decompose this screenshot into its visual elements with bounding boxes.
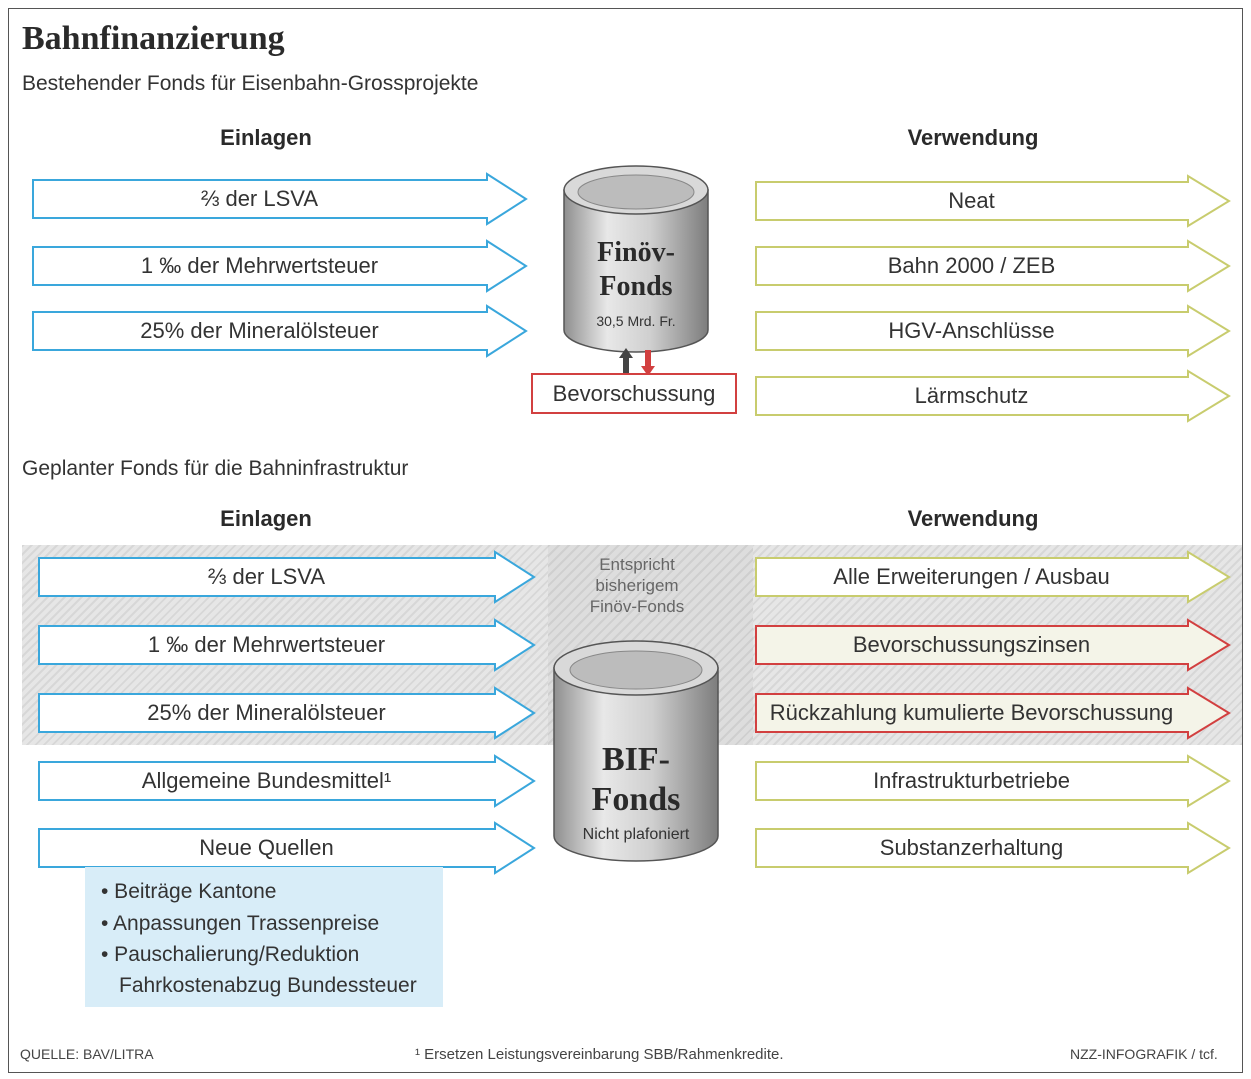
finoev-fund-name-2: Fonds xyxy=(599,271,673,302)
section2-input-arrow-2: 1 ‰ der Mehrwertsteuer xyxy=(38,618,536,672)
bif-fund-name-2: Fonds xyxy=(591,781,681,818)
section2-input-label: Allgemeine Bundesmittel¹ xyxy=(141,768,392,793)
finoev-fund-barrel-icon xyxy=(563,165,709,353)
section1-input-arrow-2: 1 ‰ der Mehrwertsteuer xyxy=(32,239,528,293)
legacy-fund-note: Entspricht bisherigem Finöv-Fonds xyxy=(589,555,685,616)
section2-use-arrow-3: Rückzahlung kumulierte Bevorschussung xyxy=(755,686,1231,740)
section2-right-header: Verwendung xyxy=(907,506,1039,531)
section1-use-arrow-4: Lärmschutz xyxy=(755,369,1231,423)
section2-use-label: Alle Erweiterungen / Ausbau xyxy=(833,564,1110,589)
section2-left-header: Einlagen xyxy=(220,506,312,531)
section1-left-header: Einlagen xyxy=(220,125,312,150)
section1-input-arrow-1: ⅔ der LSVA xyxy=(32,172,528,226)
section2-input-label: Neue Quellen xyxy=(199,835,334,860)
section2-input-arrow-4: Allgemeine Bundesmittel¹ xyxy=(38,754,536,808)
section1-use-label: Bahn 2000 / ZEB xyxy=(887,253,1056,278)
finoev-fund-amount: 30,5 Mrd. Fr. xyxy=(596,313,676,329)
section2-subtitle: Geplanter Fonds für die Bahninfrastruktu… xyxy=(22,457,409,480)
section2-use-label: Substanzerhaltung xyxy=(879,835,1064,860)
footnote: ¹ Ersetzen Leistungsvereinbarung SBB/Rah… xyxy=(415,1046,784,1063)
new-source-item: • Anpassungen Trassenpreise xyxy=(101,912,380,935)
section1-input-arrow-3: 25% der Mineralölsteuer xyxy=(32,304,528,358)
new-sources-box xyxy=(85,867,443,1007)
credit: NZZ-INFOGRAFIK / tcf. xyxy=(1070,1046,1218,1062)
section2-input-label: 25% der Mineralölsteuer xyxy=(147,700,386,725)
section1-use-label: HGV-Anschlüsse xyxy=(888,318,1055,343)
section1-use-arrow-1: Neat xyxy=(755,174,1231,228)
section2-use-label: Infrastrukturbetriebe xyxy=(873,768,1070,793)
new-source-item: • Pauschalierung/Reduktion xyxy=(101,943,360,966)
section1-input-label: 25% der Mineralölsteuer xyxy=(140,318,379,343)
bif-fund-name-1: BIF- xyxy=(602,741,670,778)
section2-use-label: Rückzahlung kumulierte Bevorschussung xyxy=(769,700,1174,725)
new-source-item: • Beiträge Kantone xyxy=(101,880,277,903)
section2-input-label: 1 ‰ der Mehrwertsteuer xyxy=(147,632,386,657)
page-title: Bahnfinanzierung xyxy=(22,20,285,57)
section1-right-header: Verwendung xyxy=(907,125,1039,150)
transfer-arrows-icon xyxy=(619,348,655,376)
section2-use-arrow-5: Substanzerhaltung xyxy=(755,821,1231,875)
section2-input-arrow-5: Neue Quellen xyxy=(38,821,536,875)
section1-subtitle: Bestehender Fonds für Eisenbahn-Grosspro… xyxy=(22,72,479,95)
section2-input-label: ⅔ der LSVA xyxy=(208,564,325,589)
section1-use-label: Lärmschutz xyxy=(914,383,1029,408)
advance-box: Bevorschussung xyxy=(531,373,737,414)
section2-input-arrow-3: 25% der Mineralölsteuer xyxy=(38,686,536,740)
section1-use-label: Neat xyxy=(948,188,995,213)
finoev-fund-name-1: Finöv- xyxy=(597,237,675,268)
source-note: QUELLE: BAV/LITRA xyxy=(20,1046,154,1062)
section1-use-arrow-3: HGV-Anschlüsse xyxy=(755,304,1231,358)
section2-input-arrow-1: ⅔ der LSVA xyxy=(38,550,536,604)
section1-input-label: ⅔ der LSVA xyxy=(201,186,318,211)
new-source-item: Fahrkostenabzug Bundessteuer xyxy=(119,974,417,997)
section2-use-arrow-2: Bevorschussungszinsen xyxy=(755,618,1231,672)
section2-use-arrow-1: Alle Erweiterungen / Ausbau xyxy=(755,550,1231,604)
section1-input-label: 1 ‰ der Mehrwertsteuer xyxy=(140,253,379,278)
section1-use-arrow-2: Bahn 2000 / ZEB xyxy=(755,239,1231,293)
bif-fund-barrel-icon xyxy=(553,640,719,862)
graphic-frame xyxy=(8,8,1243,1073)
section2-use-label: Bevorschussungszinsen xyxy=(852,632,1091,657)
section2-use-arrow-4: Infrastrukturbetriebe xyxy=(755,754,1231,808)
bif-fund-sub: Nicht plafoniert xyxy=(582,826,690,843)
